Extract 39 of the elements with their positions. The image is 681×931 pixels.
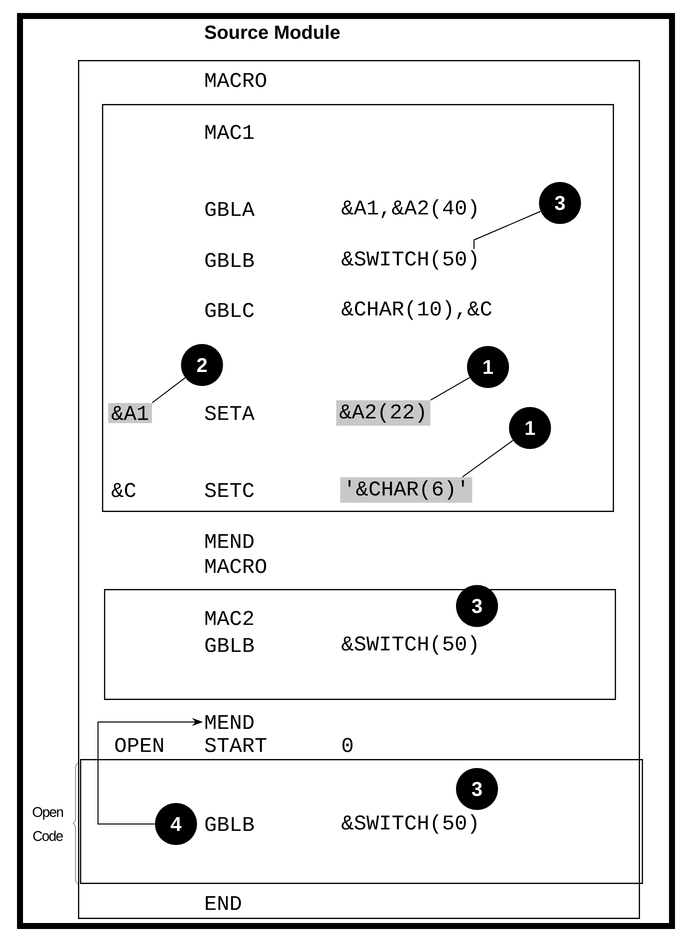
code-text: MEND — [206, 715, 254, 729]
code-text: GBLB — [205, 252, 254, 268]
code-text: MAC2 — [206, 610, 254, 626]
callout-number: 3 — [456, 585, 498, 627]
highlighted-code: &A1 — [108, 402, 152, 424]
code-text: MACRO — [206, 72, 266, 88]
code-text: OPEN — [115, 738, 163, 752]
callout-number: 1 — [467, 346, 509, 388]
title: Source Module — [204, 25, 340, 39]
leader-line — [152, 377, 186, 404]
code-text: &SWITCH(50) — [342, 635, 476, 655]
code-text: START — [205, 738, 266, 752]
code-box — [78, 60, 640, 919]
code-text: GBLB — [205, 816, 254, 832]
code-text: SETC — [205, 482, 254, 498]
callout-number: 3 — [456, 768, 498, 810]
code-text: &SWITCH(50) — [342, 250, 476, 270]
callout-number: 2 — [181, 344, 223, 386]
leader-line — [462, 440, 514, 478]
code-text: 0 — [342, 738, 352, 752]
code-text: &C — [112, 482, 136, 498]
callout-number: 1 — [509, 407, 551, 449]
code-text: MAC1 — [206, 124, 254, 140]
callout-number: 3 — [539, 182, 581, 224]
callout-number: 4 — [155, 803, 197, 845]
side-label: Open Code — [32, 807, 63, 841]
code-text: MEND — [206, 534, 254, 548]
code-text: GBLC — [205, 302, 254, 318]
code-text: &A1,&A2(40) — [342, 199, 476, 219]
highlighted-code: &A2(22) — [336, 400, 430, 426]
highlighted-code: '&CHAR(6)' — [340, 477, 472, 503]
code-text: GBLB — [205, 638, 254, 652]
leader-line — [430, 377, 470, 401]
code-text: END — [206, 896, 241, 910]
code-text: SETA — [205, 406, 255, 420]
code-text: &CHAR(10),&C — [342, 300, 492, 320]
code-text: &SWITCH(50) — [342, 814, 476, 834]
code-text: GBLA — [205, 202, 255, 216]
leader-line — [474, 210, 542, 250]
